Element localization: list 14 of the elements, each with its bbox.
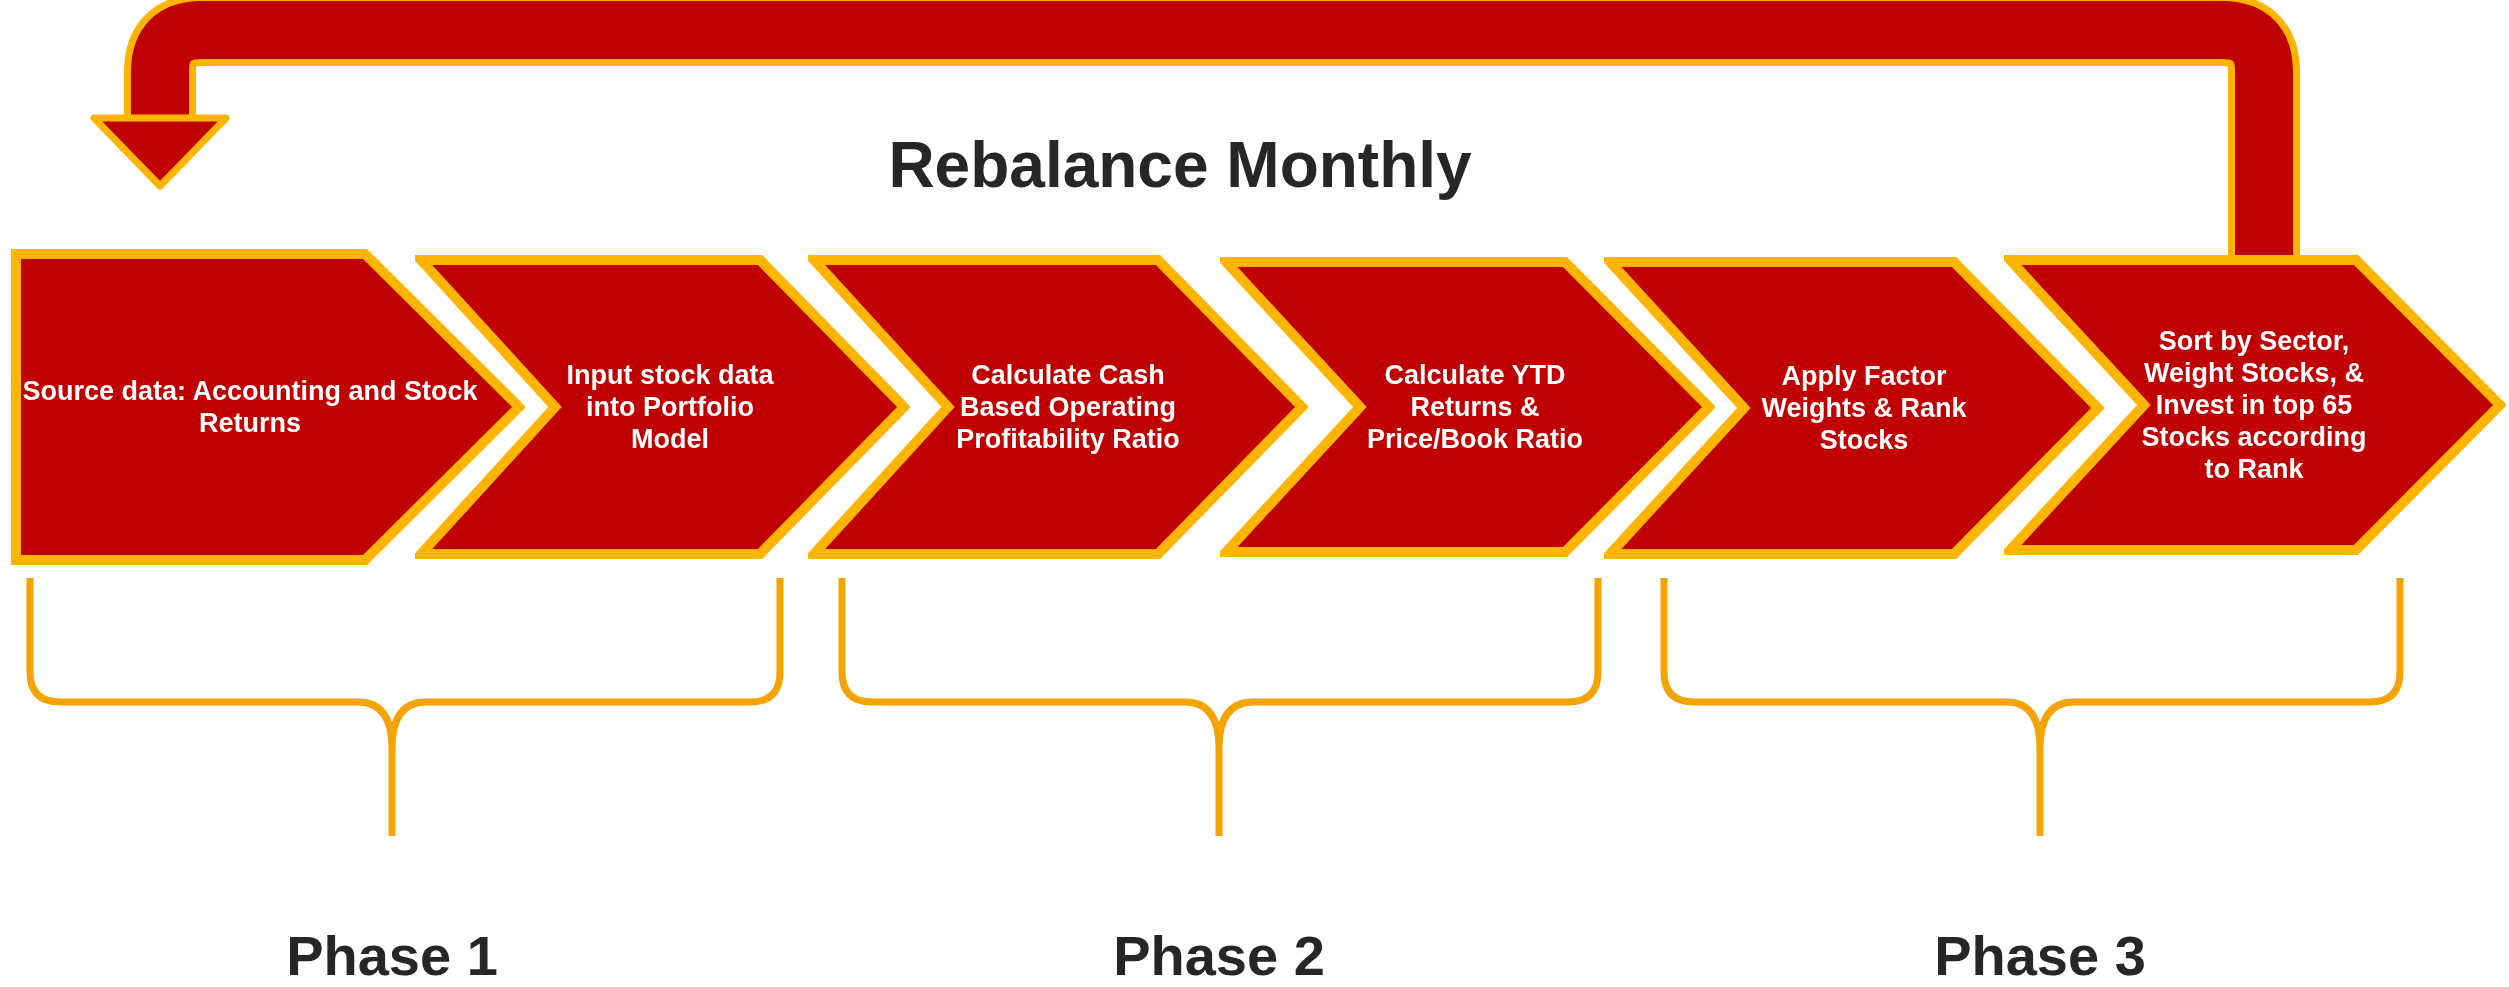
chevron-step xyxy=(2004,254,2506,556)
step-text: Source data: Accounting and Stock Returns xyxy=(21,375,479,439)
chevron-step xyxy=(1604,256,2104,560)
step-text: Input stock data into Portfolio Model xyxy=(565,359,775,455)
step-text: Sort by Sector, Weight Stocks, & Invest in top 65 Stocks according to Rank xyxy=(2140,325,2368,485)
step-text: Calculate YTD Returns & Price/Book Ratio xyxy=(1365,359,1585,455)
chevron-step xyxy=(808,254,1308,560)
chevron-step xyxy=(1220,256,1715,558)
phase-label: Phase 3 xyxy=(1934,922,2146,987)
step-text: Apply Factor Weights & Rank Stocks xyxy=(1760,360,1968,456)
step-text: Calculate Cash Based Operating Profitability Ratio xyxy=(955,359,1181,455)
phase-label: Phase 2 xyxy=(1113,922,1325,987)
phase-label: Phase 1 xyxy=(286,922,498,987)
chevron-step xyxy=(10,248,525,566)
